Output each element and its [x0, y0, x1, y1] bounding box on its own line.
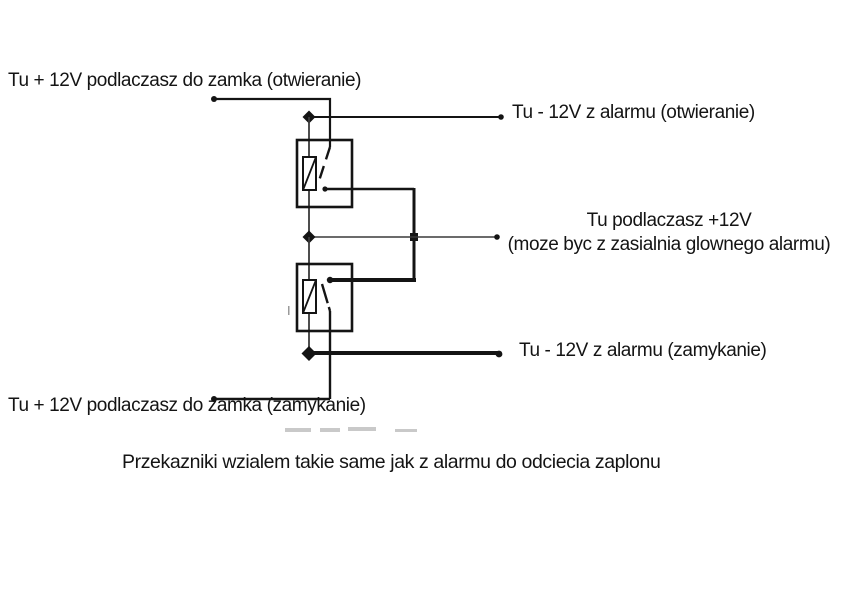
wire-power-12v	[302, 230, 500, 244]
label-lock-open: Tu + 12V podlaczasz do zamka (otwieranie…	[8, 70, 362, 91]
wire-switch-common	[325, 187, 418, 284]
label-power-line2: (moze byc z zasialnia glownego alarmu)	[507, 234, 831, 255]
relay1-switch-contact-icon	[316, 146, 332, 185]
relay2-switch-contact-icon	[320, 283, 332, 312]
artifact-mark	[348, 427, 376, 431]
artifact-tick	[288, 306, 290, 315]
artifact-mark	[320, 428, 340, 432]
terminal-dot	[326, 276, 334, 284]
label-alarm-close: Tu - 12V z alarmu (zamykanie)	[519, 340, 767, 361]
relay2-coil-diagonal	[302, 279, 317, 314]
label-lock-close: Tu + 12V podlaczasz do zamka (zamykanie)	[8, 395, 366, 416]
wire-alarm-close	[301, 346, 503, 361]
wire-alarm-open	[302, 110, 504, 124]
relay1-symbol	[295, 138, 354, 209]
terminal-dot	[495, 350, 503, 358]
relay2-box	[295, 262, 354, 333]
artifact-mark	[285, 428, 311, 432]
artifact-mark	[395, 429, 417, 432]
wire-lock-open	[211, 96, 332, 147]
scan-artifact	[285, 306, 417, 432]
label-alarm-open: Tu - 12V z alarmu (otwieranie)	[512, 102, 755, 123]
relay1-coil-diagonal	[302, 156, 317, 191]
label-power-line1: Tu podlaczasz +12V	[586, 210, 752, 231]
relay1-box	[295, 138, 354, 209]
terminal-dot	[211, 396, 217, 402]
terminal-dot	[494, 234, 500, 240]
label-power-supply: Tu podlaczasz +12V (moze byc z zasialnia…	[499, 209, 839, 257]
junction-diamond	[301, 346, 317, 361]
caption-note: Przekazniki wzialem takie same jak z ala…	[122, 451, 661, 473]
terminal-dot	[498, 114, 504, 120]
relay2-symbol	[295, 262, 354, 333]
wire-segment	[214, 97, 332, 147]
